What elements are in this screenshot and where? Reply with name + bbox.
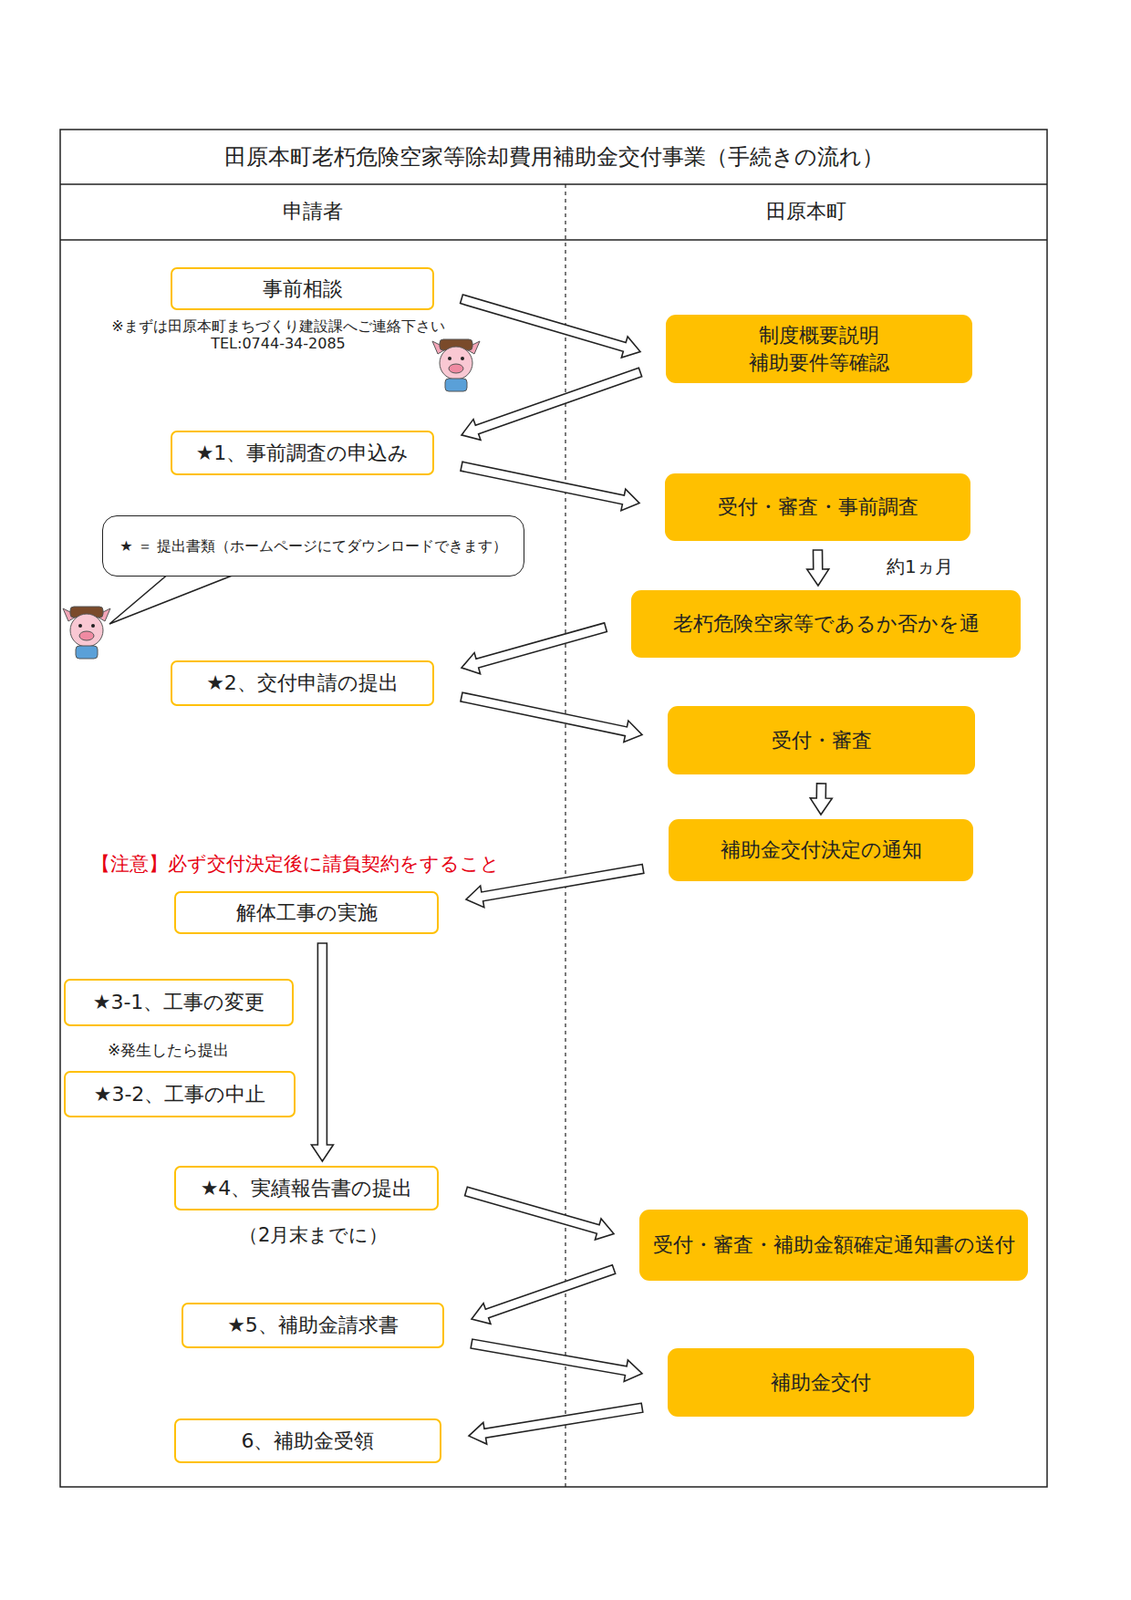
box-text: 受付・審査: [771, 726, 872, 755]
note: ※発生したら提出: [107, 1039, 309, 1060]
process-box: 老朽危険空家等であるか否かを通: [631, 590, 1021, 658]
process-box: 受付・審査・事前調査: [664, 473, 971, 541]
mascot-pig: [62, 606, 111, 659]
block-arrow: [470, 1338, 643, 1381]
block-arrow: [461, 367, 643, 440]
diagram-title: 田原本町老朽危険空家等除却費用補助金交付事業（手続きの流れ）: [60, 129, 1048, 185]
process-box: ★3-1、工事の変更: [63, 978, 294, 1027]
column-header: 田原本町: [565, 198, 1048, 226]
box-text: 受付・審査・補助金額確定通知書の送付: [653, 1231, 1016, 1259]
mascot-pig: [432, 339, 480, 392]
process-box: ★3-2、工事の中止: [63, 1070, 296, 1118]
box-text: ★3-1、工事の変更: [93, 988, 266, 1017]
process-box: ★4、実績報告書の提出: [174, 1165, 439, 1211]
box-text: ★5、補助金請求書: [227, 1311, 399, 1339]
process-box: 補助金交付決定の通知: [668, 819, 974, 882]
box-text: ★4、実績報告書の提出: [200, 1174, 414, 1203]
box-text: 受付・審査・事前調査: [717, 493, 919, 521]
deadline-note: （2月末までに）: [238, 1223, 422, 1248]
process-box: 事前相談: [170, 267, 435, 311]
box-text: ★2、交付申請の提出: [206, 669, 399, 697]
header-rule: [60, 238, 1048, 241]
box-text: 6、補助金受領: [241, 1427, 375, 1455]
box-text: 補助金交付: [770, 1369, 872, 1397]
process-box: ★2、交付申請の提出: [170, 660, 435, 706]
block-arrow: [461, 622, 607, 675]
process-box: 受付・審査・補助金額確定通知書の送付: [639, 1209, 1028, 1281]
process-box: ★5、補助金請求書: [181, 1302, 445, 1349]
box-text: 老朽危険空家等であるか否かを通: [673, 610, 980, 638]
phone-number: TEL:0744-34-2085: [102, 334, 455, 354]
block-arrow: [465, 1186, 614, 1240]
process-box: 受付・審査: [667, 705, 976, 775]
note: ※まずは田原本町まちづくり建設課へご連絡下さい: [102, 317, 455, 337]
block-arrow: [460, 294, 641, 358]
process-box: ★1、事前調査の申込み: [170, 430, 435, 476]
speech-bubble: ★ ＝ 提出書類（ホームページにてダウンロードできます）: [102, 515, 525, 577]
warning-note: 【注意】必ず交付決定後に請負契約をすること: [91, 851, 566, 877]
box-text: 解体工事の実施: [236, 899, 378, 927]
box-text: ★ ＝ 提出書類（ホームページにてダウンロードできます）: [119, 536, 508, 557]
box-text: 補助金交付決定の通知: [720, 836, 923, 864]
block-arrow: [460, 461, 640, 510]
box-text: 事前相談: [262, 275, 343, 303]
bubble-tail: [109, 572, 239, 624]
box-text: ★3-2、工事の中止: [93, 1080, 267, 1109]
title-rule: [60, 183, 1048, 186]
process-box: 解体工事の実施: [174, 891, 439, 934]
block-arrow: [311, 943, 333, 1162]
block-arrow: [460, 692, 643, 742]
box-text: ★1、事前調査の申込み: [196, 439, 410, 467]
process-box: 補助金交付: [667, 1348, 975, 1417]
block-arrow: [807, 549, 830, 586]
outer-frame: [60, 129, 1048, 1487]
process-box: 制度概要説明 補助要件等確認: [665, 314, 973, 384]
box-text: 制度概要説明 補助要件等確認: [742, 321, 895, 376]
process-box: 6、補助金受領: [174, 1418, 442, 1464]
block-arrow: [471, 1265, 616, 1325]
column-header: 申請者: [60, 198, 566, 226]
duration-note: 約1ヵ月: [886, 554, 987, 579]
block-arrow: [809, 783, 832, 815]
block-arrow: [468, 1402, 644, 1444]
